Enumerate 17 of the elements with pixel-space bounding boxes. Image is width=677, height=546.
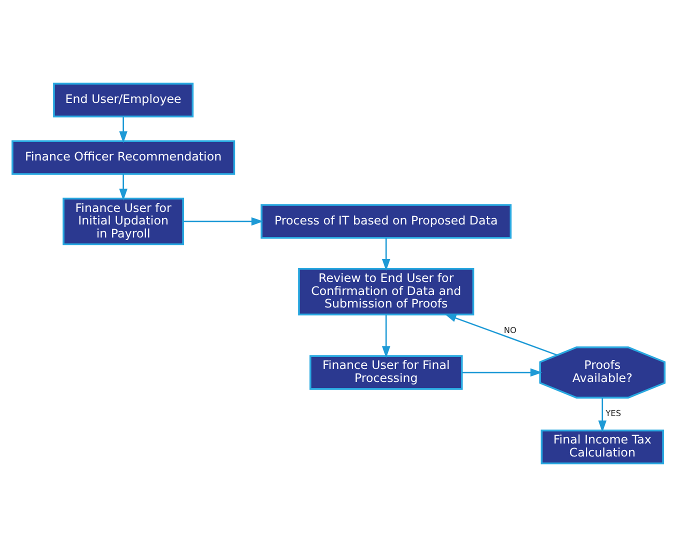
edge-label: NO	[504, 324, 517, 334]
node-box: Finance User for Initial Updation in Payroll	[62, 197, 184, 245]
node-box: Finance Officer Recommendation	[12, 140, 236, 174]
arrow	[462, 368, 542, 376]
arrow	[598, 398, 607, 432]
node-box: End User/Employee	[53, 82, 194, 117]
node-box: Final Income Tax Calculation	[540, 429, 664, 464]
arrow	[119, 174, 128, 200]
arrow	[382, 237, 390, 270]
node-box: Review to End User for Confirmation of Data and Submission of Proofs	[298, 267, 474, 315]
edge-label: YES	[606, 408, 622, 418]
arrow	[382, 314, 390, 358]
arrow	[444, 313, 558, 356]
arrow	[119, 116, 128, 143]
node-box: Process of IT based on Proposed Data	[260, 204, 512, 238]
node-box: Finance User for Final Processing	[309, 354, 463, 390]
arrow	[183, 216, 264, 226]
